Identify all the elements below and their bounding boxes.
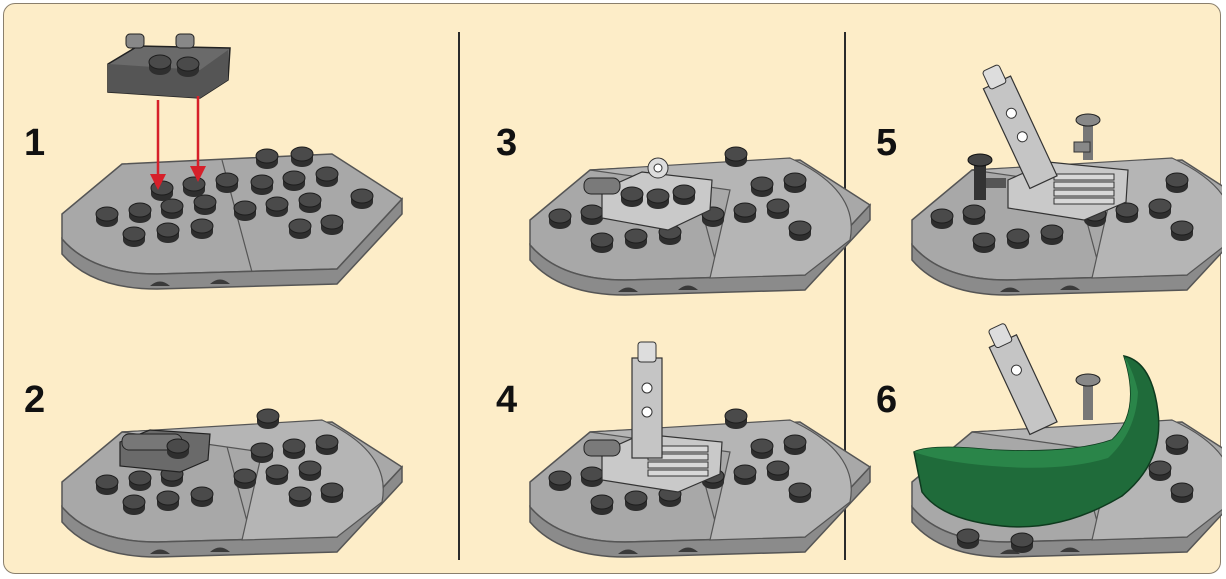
step-5-illustration xyxy=(912,62,1222,295)
build-illustrations xyxy=(4,4,1222,575)
step-4-illustration xyxy=(530,342,870,557)
step-2-illustration xyxy=(62,409,402,557)
step-1-illustration xyxy=(62,147,402,289)
step-1-dark-tile xyxy=(108,34,230,98)
step-3-illustration xyxy=(530,147,870,295)
instruction-panel: 1 2 3 4 5 6 xyxy=(3,3,1221,574)
step-6-illustration xyxy=(912,320,1222,557)
